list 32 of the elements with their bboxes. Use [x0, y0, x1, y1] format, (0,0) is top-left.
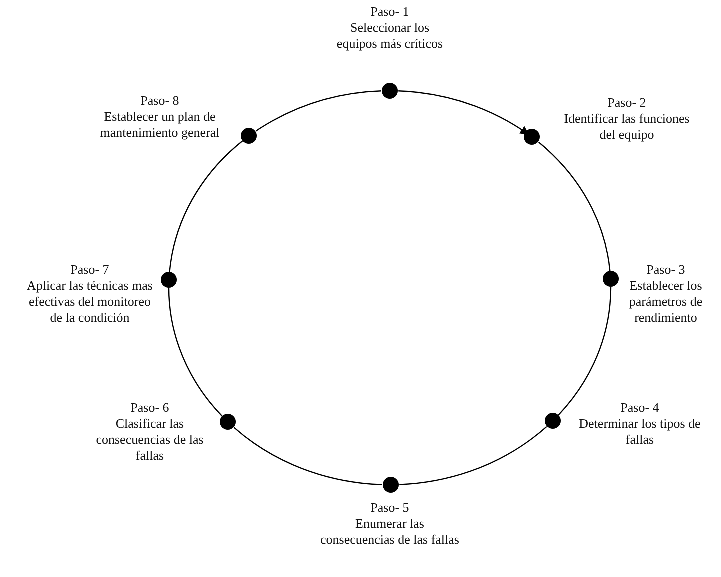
step-label: Paso- 6 — [130, 400, 170, 416]
connector-arc — [168, 288, 223, 417]
step-description: Enumerar las consecuencias de las fallas — [320, 516, 460, 548]
step-dot — [383, 476, 399, 493]
connector-arc — [538, 142, 611, 272]
step-description: Identificar las funciones del equipo — [563, 111, 691, 143]
step-label: Paso- 2 — [606, 95, 648, 111]
step-dot — [382, 83, 398, 99]
step-dot — [220, 414, 236, 430]
connector-arc — [234, 427, 382, 486]
step-label: Paso- 7 — [70, 262, 110, 278]
step-description: Determinar los tipos de fallas — [578, 416, 702, 448]
step-dot — [544, 413, 561, 430]
step-description: Establecer un plan de mantenimiento general — [99, 109, 221, 141]
step-description: Seleccionar los equipos más críticos — [336, 20, 444, 52]
step-description: Aplicar las técnicas mas efectivas del monitoreo de la condición — [26, 278, 154, 326]
step-description: Clasificar las consecuencias de las fallas — [95, 416, 205, 464]
step-label: Paso- 8 — [140, 93, 180, 109]
step-label: Paso- 3 — [646, 262, 686, 278]
step-dot — [602, 271, 619, 288]
connector-arc — [400, 426, 548, 486]
step-label: Paso- 5 — [370, 500, 410, 516]
step-description: Establecer los parámetros de rendimiento — [628, 278, 704, 326]
connector-arc — [169, 140, 244, 272]
step-dot — [241, 128, 258, 144]
step-dot — [161, 272, 178, 288]
step-label: Paso- 1 — [370, 4, 410, 20]
arrow — [398, 90, 530, 135]
step-dot — [524, 129, 540, 146]
connector-arc — [256, 90, 382, 132]
step-label: Paso- 4 — [620, 400, 660, 416]
connector-arc — [558, 286, 612, 416]
